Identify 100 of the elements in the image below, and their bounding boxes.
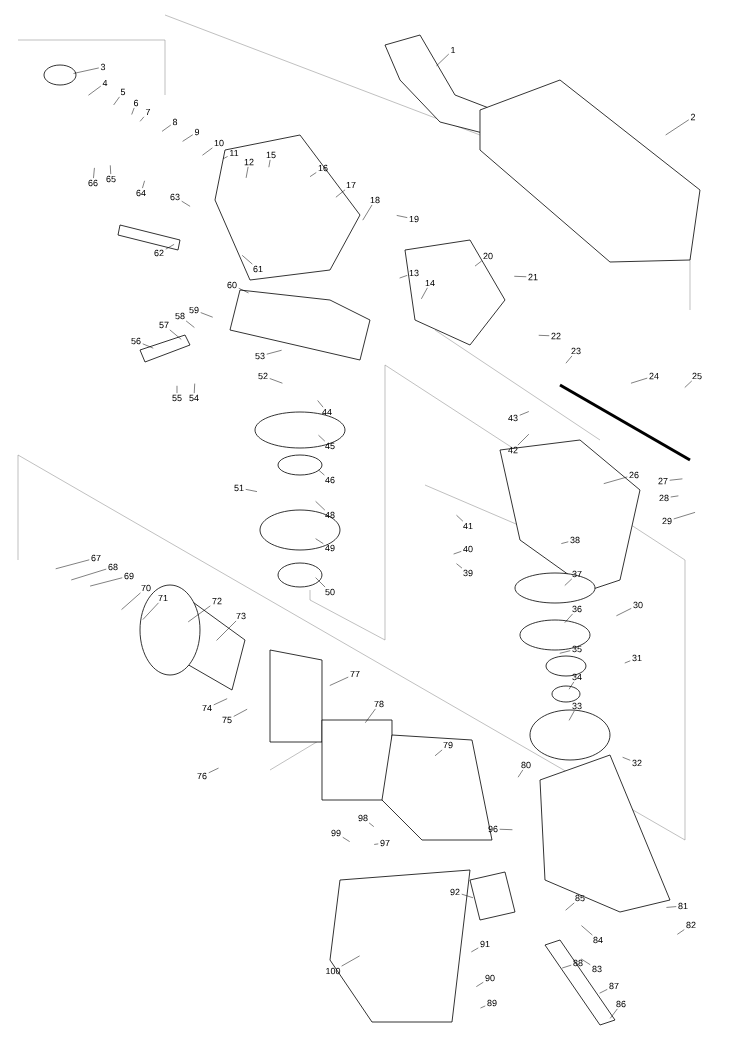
callout-number: 97 xyxy=(380,839,390,847)
leader-line xyxy=(315,538,324,544)
callout-number: 31 xyxy=(632,654,642,662)
leader-line xyxy=(622,757,631,761)
leader-line xyxy=(538,335,550,336)
leader-line xyxy=(456,514,464,522)
leader-line xyxy=(517,769,524,778)
callout-number: 44 xyxy=(322,408,332,416)
callout-number: 49 xyxy=(325,544,335,552)
leader-line xyxy=(434,749,443,757)
leader-line xyxy=(670,495,679,498)
leader-line xyxy=(315,577,326,588)
leader-line xyxy=(329,676,349,686)
leader-line xyxy=(194,383,195,394)
callout-number: 77 xyxy=(350,670,360,678)
callout-number: 26 xyxy=(629,471,639,479)
leader-line xyxy=(559,650,571,654)
leader-line xyxy=(187,605,211,623)
leader-line xyxy=(245,489,258,492)
leader-line xyxy=(476,982,484,987)
leader-line xyxy=(461,893,474,898)
callout-number: 73 xyxy=(236,612,246,620)
callout-number: 8 xyxy=(172,118,178,126)
leader-line xyxy=(131,107,135,115)
callout-number: 39 xyxy=(463,569,473,577)
callout-number: 56 xyxy=(131,337,141,345)
leader-line xyxy=(182,134,194,142)
callout-number: 52 xyxy=(258,372,268,380)
leader-line xyxy=(399,275,408,279)
callout-number: 5 xyxy=(120,88,126,96)
callout-number: 82 xyxy=(686,921,696,929)
callout-number: 72 xyxy=(212,597,222,605)
callout-number: 89 xyxy=(487,999,497,1007)
callout-number: 16 xyxy=(318,164,328,172)
leader-line xyxy=(453,551,462,555)
callout-number: 53 xyxy=(255,352,265,360)
callout-number: 38 xyxy=(570,536,580,544)
leader-line xyxy=(561,541,569,544)
leader-line xyxy=(110,165,111,175)
leader-line xyxy=(669,478,683,481)
leader-line xyxy=(89,577,123,587)
callout-number: 55 xyxy=(172,394,182,402)
leader-line xyxy=(581,925,593,936)
callout-number: 90 xyxy=(485,974,495,982)
callout-number: 63 xyxy=(170,193,180,201)
leader-line xyxy=(368,822,375,827)
callout-number: 17 xyxy=(346,181,356,189)
leader-line xyxy=(241,255,253,265)
leader-line xyxy=(666,906,677,908)
leader-line xyxy=(341,955,360,967)
callout-number: 35 xyxy=(572,645,582,653)
leader-line xyxy=(317,400,324,408)
leader-line xyxy=(603,476,628,484)
leader-line xyxy=(181,200,191,207)
leader-line xyxy=(499,829,513,830)
callout-number: 18 xyxy=(370,196,380,204)
callout-number: 4 xyxy=(102,79,108,87)
callout-number: 6 xyxy=(133,99,139,107)
callout-number: 46 xyxy=(325,476,335,484)
leader-line xyxy=(616,608,632,617)
leader-line xyxy=(268,159,271,168)
leader-line xyxy=(318,434,326,442)
callout-number: 71 xyxy=(158,594,168,602)
callout-number: 19 xyxy=(409,215,419,223)
callout-number: 86 xyxy=(616,1000,626,1008)
callout-number: 12 xyxy=(244,158,254,166)
callout-number: 42 xyxy=(508,446,518,454)
callout-number: 58 xyxy=(175,312,185,320)
leader-line xyxy=(564,613,573,623)
leader-line xyxy=(684,380,693,388)
callout-number: 84 xyxy=(593,936,603,944)
leader-line xyxy=(514,276,527,277)
leader-line xyxy=(599,989,608,994)
callout-number: 92 xyxy=(450,888,460,896)
leader-line xyxy=(396,215,408,218)
leader-line xyxy=(142,602,159,620)
callout-number: 3 xyxy=(100,63,106,71)
leader-line xyxy=(266,350,282,355)
leader-line xyxy=(208,767,219,774)
callout-number: 70 xyxy=(141,584,151,592)
callout-number: 22 xyxy=(551,332,561,340)
callout-number: 2 xyxy=(690,113,696,121)
leader-line xyxy=(580,958,591,965)
callout-number: 64 xyxy=(136,189,146,197)
callout-number: 33 xyxy=(572,702,582,710)
callout-number: 59 xyxy=(189,306,199,314)
leader-line xyxy=(665,119,690,136)
callout-number: 14 xyxy=(425,279,435,287)
leader-line xyxy=(568,710,575,721)
callout-number: 32 xyxy=(632,759,642,767)
leader-line xyxy=(245,166,249,179)
leader-line xyxy=(436,53,450,67)
leader-line xyxy=(677,929,685,935)
leader-line xyxy=(185,320,195,328)
callout-number: 62 xyxy=(154,249,164,257)
callout-number: 98 xyxy=(358,814,368,822)
leader-line xyxy=(55,559,90,570)
callout-number: 54 xyxy=(189,394,199,402)
callout-number: 11 xyxy=(230,149,239,157)
leader-line xyxy=(517,433,530,446)
